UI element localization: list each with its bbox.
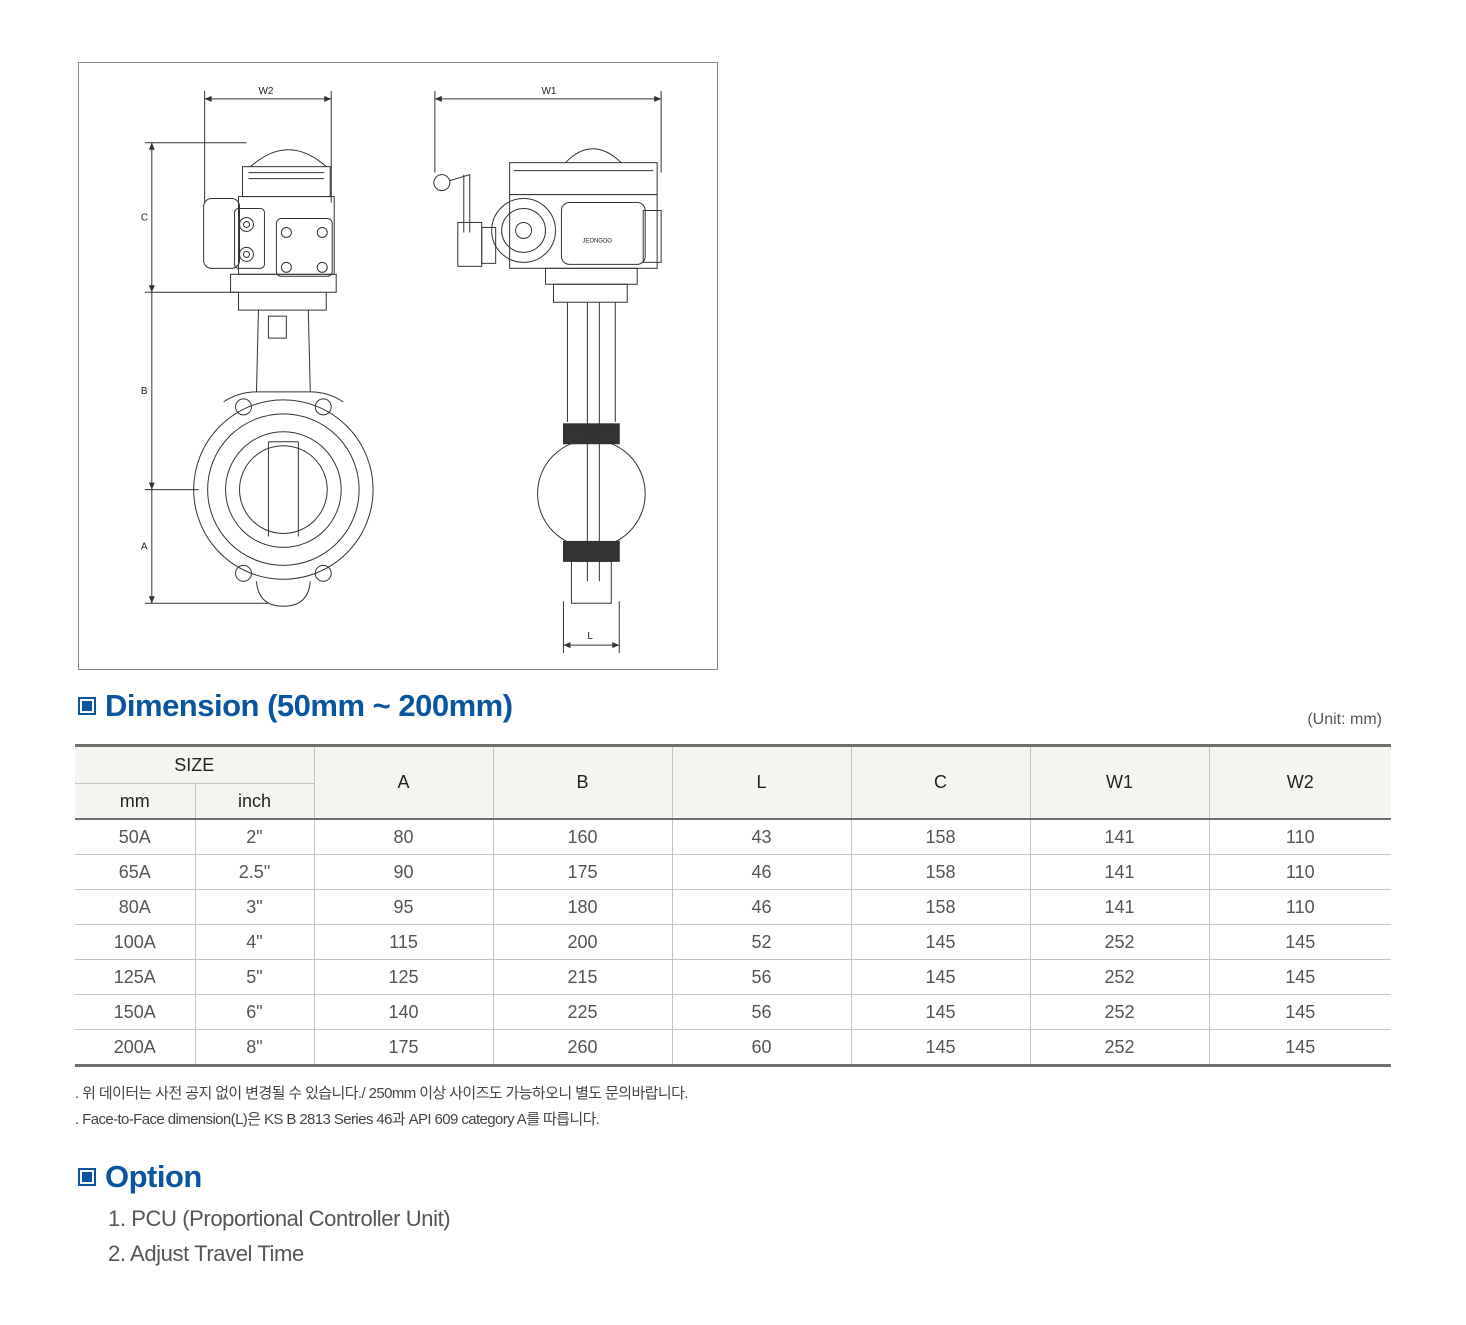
label-c: C [141, 212, 148, 223]
cell-inch: 5" [194, 959, 315, 995]
label-l: L [587, 631, 593, 642]
cell-l: 56 [671, 959, 852, 995]
cell-w2: 145 [1208, 1029, 1392, 1066]
cell-a: 80 [313, 819, 494, 855]
cell-a: 125 [313, 959, 494, 995]
header-b: B [492, 745, 673, 820]
cell-l: 56 [671, 994, 852, 1030]
cell-inch: 6" [194, 994, 315, 1030]
option-item: 2. Adjust Travel Time [108, 1241, 304, 1266]
cell-mm: 80A [75, 889, 195, 925]
header-mm: mm [75, 783, 195, 820]
cell-inch: 8" [194, 1029, 315, 1066]
label-b: B [141, 386, 148, 397]
actuator-logo-text: JEONGDO [582, 238, 612, 244]
cell-w2: 110 [1208, 819, 1392, 855]
header-l: L [671, 745, 852, 820]
cell-w1: 252 [1029, 924, 1210, 960]
cell-w1: 252 [1029, 994, 1210, 1030]
header-size: SIZE [75, 745, 315, 784]
cell-c: 158 [850, 854, 1031, 890]
option-heading: Option [78, 1159, 202, 1195]
cell-b: 215 [492, 959, 673, 995]
cell-mm: 65A [75, 854, 195, 890]
cell-w1: 141 [1029, 854, 1210, 890]
valve-drawing-svg: W2 W1 C B A L JEONGDO [141, 86, 662, 654]
table-row: 100A 4" 115 200 52 145 252 145 [75, 924, 1392, 960]
technical-drawing: W2 W1 C B A L JEONGDO [78, 62, 718, 670]
cell-inch: 2" [194, 819, 315, 855]
note-line-2: . Face-to-Face dimension(L)은 KS B 2813 S… [75, 1111, 600, 1128]
dimension-title: Dimension (50mm ~ 200mm) [105, 688, 513, 723]
cell-inch: 2.5" [194, 854, 315, 890]
cell-a: 90 [313, 854, 494, 890]
table-row: 125A 5" 125 215 56 145 252 145 [75, 959, 1392, 995]
cell-b: 225 [492, 994, 673, 1030]
header-w2: W2 [1208, 745, 1392, 820]
table-row: 50A 2" 80 160 43 158 141 110 [75, 819, 1392, 855]
header-w1: W1 [1029, 745, 1210, 820]
cell-l: 46 [671, 854, 852, 890]
header-c: C [850, 745, 1031, 820]
cell-w1: 252 [1029, 959, 1210, 995]
cell-a: 140 [313, 994, 494, 1030]
cell-w1: 141 [1029, 889, 1210, 925]
cell-c: 158 [850, 889, 1031, 925]
cell-b: 200 [492, 924, 673, 960]
note-line-1: . 위 데이터는 사전 공지 없이 변경될 수 있습니다./ 250mm 이상 … [75, 1085, 688, 1102]
cell-b: 160 [492, 819, 673, 855]
table-row: 80A 3" 95 180 46 158 141 110 [75, 889, 1392, 925]
cell-inch: 3" [194, 889, 315, 925]
cell-l: 52 [671, 924, 852, 960]
cell-mm: 200A [113, 1036, 156, 1057]
cell-mm: 125A [75, 959, 195, 995]
dimension-table: SIZE A B L C W1 W2 mm inch 50A 2" 80 160… [75, 744, 1392, 1067]
cell-w2: 145 [1208, 959, 1392, 995]
cell-w2: 110 [1208, 889, 1392, 925]
cell-c: 145 [850, 1029, 1031, 1066]
label-a: A [141, 541, 148, 552]
cell-c: 158 [850, 819, 1031, 855]
option-title: Option [105, 1159, 202, 1194]
cell-mm: 150A [75, 994, 195, 1030]
cell-w2: 110 [1208, 854, 1392, 890]
cell-c: 145 [850, 994, 1031, 1030]
cell-w1: 252 [1029, 1029, 1210, 1066]
cell-b: 260 [492, 1029, 673, 1066]
cell-a: 115 [313, 924, 494, 960]
cell-b: 175 [492, 854, 673, 890]
table-row: 200A 8" 175 260 60 145 252 145 [75, 1029, 1392, 1066]
cell-l: 43 [671, 819, 852, 855]
header-a: A [313, 745, 494, 820]
table-row: 65A 2.5" 90 175 46 158 141 110 [75, 854, 1392, 890]
cell-w2: 145 [1208, 924, 1392, 960]
cell-inch: 4" [194, 924, 315, 960]
cell-c: 145 [850, 959, 1031, 995]
cell-b: 180 [492, 889, 673, 925]
unit-note: (Unit: mm) [1307, 711, 1382, 728]
cell-mm: 100A [75, 924, 195, 960]
cell-a: 175 [313, 1029, 494, 1066]
label-w2: W2 [258, 86, 273, 97]
square-bullet-icon [78, 697, 96, 715]
cell-mm: 50A [75, 819, 195, 855]
cell-a: 95 [313, 889, 494, 925]
table-row: 150A 6" 140 225 56 145 252 145 [75, 994, 1392, 1030]
option-item: 1. PCU (Proportional Controller Unit) [108, 1206, 451, 1231]
square-bullet-icon [78, 1168, 96, 1186]
cell-w1: 141 [1029, 819, 1210, 855]
cell-l: 60 [671, 1029, 852, 1066]
cell-l: 46 [671, 889, 852, 925]
label-w1: W1 [542, 86, 557, 97]
cell-w2: 145 [1208, 994, 1392, 1030]
cell-c: 145 [850, 924, 1031, 960]
header-inch: inch [194, 783, 315, 820]
dimension-heading: Dimension (50mm ~ 200mm) [78, 688, 513, 724]
